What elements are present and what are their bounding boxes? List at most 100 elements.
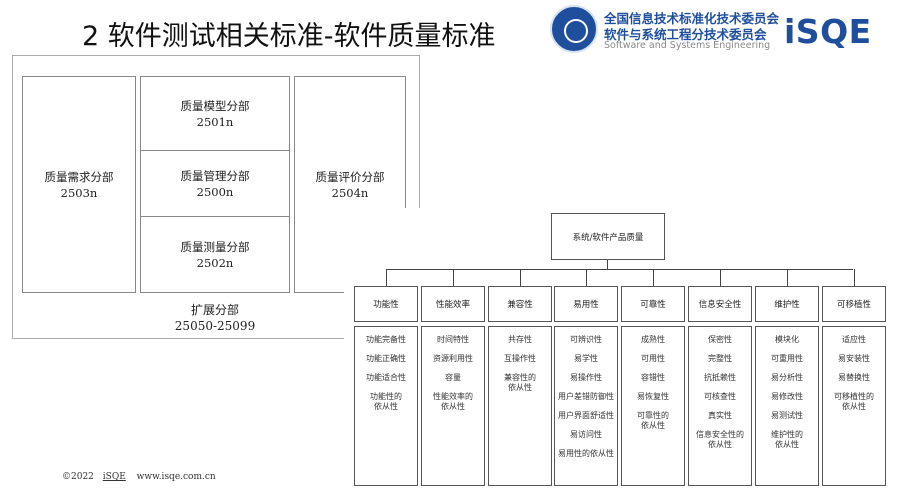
characteristic-box: 性能效率	[421, 286, 485, 322]
subcharacteristic-item: 信息安全性的 依从性	[696, 430, 744, 449]
subcharacteristic-item: 可重用性	[771, 354, 803, 363]
characteristic-box: 信息安全性	[688, 286, 752, 322]
footer-copyright: ©2022	[62, 472, 94, 482]
subcharacteristic-item: 易学性	[574, 354, 598, 363]
brand-logo: iSQE	[784, 12, 872, 51]
subcharacteristic-item: 资源利用性	[433, 354, 473, 363]
subcharacteristic-item: 易恢复性	[637, 392, 669, 401]
subcharacteristic-item: 可核查性	[704, 392, 736, 401]
subcharacteristic-item: 易分析性	[771, 373, 803, 382]
subcharacteristic-item: 真实性	[708, 411, 732, 420]
subcharacteristic-item: 共存性	[508, 335, 532, 344]
division-code: 2503n	[60, 185, 98, 200]
division-name: 扩展分部	[190, 303, 239, 317]
subcharacteristic-item: 兼容性的 依从性	[504, 373, 536, 392]
subcharacteristic-box: 共存性互操作性兼容性的 依从性	[488, 326, 552, 486]
subcharacteristic-box: 模块化可重用性易分析性易修改性易测试性维护性的 依从性	[755, 326, 819, 486]
footer-brand: iSQE	[102, 472, 126, 482]
page-title: 2 软件测试相关标准-软件质量标准	[82, 21, 496, 52]
division-code: 2502n	[196, 255, 234, 270]
footer-url: www.isqe.com.cn	[136, 472, 216, 482]
characteristic-connector	[453, 269, 454, 286]
division-code: 2501n	[196, 114, 234, 129]
subcharacteristic-item: 互操作性	[504, 354, 536, 363]
subcharacteristic-item: 功能完备性	[366, 335, 406, 344]
subcharacteristic-item: 功能性的 依从性	[370, 392, 402, 411]
subcharacteristic-item: 成熟性	[641, 335, 665, 344]
subcharacteristic-box: 时间特性资源利用性容量性能效率的 依从性	[421, 326, 485, 486]
characteristic-box: 兼容性	[488, 286, 552, 322]
characteristic-connector	[586, 269, 587, 286]
branch-connector	[387, 269, 853, 270]
division-code: 25050-25099	[174, 319, 256, 333]
characteristic-connector	[720, 269, 721, 286]
subcharacteristic-item: 易访问性	[570, 430, 602, 439]
characteristic-box: 功能性	[354, 286, 418, 322]
characteristic-connector	[787, 269, 788, 286]
subcharacteristic-item: 功能正确性	[366, 354, 406, 363]
subcharacteristic-item: 适应性	[842, 335, 866, 344]
footer: ©2022 iSQE www.isqe.com.cn	[62, 472, 216, 482]
characteristic-label: 兼容性	[507, 300, 533, 310]
division-box-measurement: 质量测量分部 2502n	[140, 216, 290, 293]
division-name: 质量模型分部	[180, 98, 250, 113]
subcharacteristic-item: 完整性	[708, 354, 732, 363]
subcharacteristic-item: 用户差错防御性	[558, 392, 614, 401]
subcharacteristic-box: 保密性完整性抗抵赖性可核查性真实性信息安全性的 依从性	[688, 326, 752, 486]
subcharacteristic-item: 可辨识性	[570, 335, 602, 344]
subcharacteristic-item: 模块化	[775, 335, 799, 344]
characteristic-label: 可移植性	[836, 300, 871, 310]
subcharacteristic-item: 易安装性	[838, 354, 870, 363]
characteristic-connector	[520, 269, 521, 286]
characteristic-label: 功能性	[373, 300, 399, 310]
division-box-management: 质量管理分部 2500n	[140, 150, 290, 217]
characteristic-label: 性能效率	[435, 300, 470, 310]
division-code: 2504n	[331, 185, 369, 200]
root-connector	[607, 260, 608, 269]
characteristic-box: 易用性	[554, 286, 618, 322]
subcharacteristic-item: 可靠性的 依从性	[637, 411, 669, 430]
characteristic-label: 可靠性	[640, 300, 666, 310]
committee-seal-logo	[550, 5, 598, 53]
division-name: 质量需求分部	[44, 169, 114, 184]
characteristic-box: 可靠性	[621, 286, 685, 322]
subcharacteristic-item: 易修改性	[771, 392, 803, 401]
characteristic-box: 维护性	[755, 286, 819, 322]
characteristic-connector	[386, 269, 387, 286]
subcharacteristic-box: 功能完备性功能正确性功能适合性功能性的 依从性	[354, 326, 418, 486]
subcharacteristic-item: 易操作性	[570, 373, 602, 382]
subcharacteristic-item: 功能适合性	[366, 373, 406, 382]
subcharacteristic-box: 可辨识性易学性易操作性用户差错防御性用户界面舒适性易访问性易用性的依从性	[554, 326, 618, 486]
subcharacteristic-box: 成熟性可用性容错性易恢复性可靠性的 依从性	[621, 326, 685, 486]
subcharacteristic-item: 可用性	[641, 354, 665, 363]
subcharacteristic-item: 可移植性的 依从性	[834, 392, 874, 411]
subcharacteristic-item: 易替换性	[838, 373, 870, 382]
subcharacteristic-item: 保密性	[708, 335, 732, 344]
division-name: 质量管理分部	[180, 168, 250, 183]
characteristic-label: 信息安全性	[698, 300, 742, 310]
characteristic-label: 易用性	[573, 300, 599, 310]
subcharacteristic-item: 容量	[445, 373, 461, 382]
subcharacteristic-item: 易测试性	[771, 411, 803, 420]
standards-frame	[12, 55, 420, 339]
subcharacteristic-item: 性能效率的 依从性	[433, 392, 473, 411]
division-box-model: 质量模型分部 2501n	[140, 76, 290, 151]
org-name-english: Software and Systems Engineering	[604, 40, 771, 51]
subcharacteristic-item: 维护性的 依从性	[771, 430, 803, 449]
division-name: 质量测量分部	[180, 239, 250, 254]
extension-division-label: 扩展分部 25050-25099	[140, 302, 290, 334]
tree-root-label: 系统/软件产品质量	[572, 232, 644, 243]
subcharacteristic-item: 易用性的依从性	[558, 449, 614, 458]
characteristic-connector	[854, 269, 855, 286]
subcharacteristic-item: 抗抵赖性	[704, 373, 736, 382]
division-box-requirements: 质量需求分部 2503n	[22, 76, 136, 293]
subcharacteristic-item: 时间特性	[437, 335, 469, 344]
division-name: 质量评价分部	[315, 169, 385, 184]
subcharacteristic-item: 用户界面舒适性	[558, 411, 614, 420]
division-code: 2500n	[196, 184, 234, 199]
characteristic-label: 维护性	[774, 300, 800, 310]
subcharacteristic-box: 适应性易安装性易替换性可移植性的 依从性	[822, 326, 886, 486]
characteristic-connector	[653, 269, 654, 286]
characteristic-box: 可移植性	[822, 286, 886, 322]
org-name-line2: 软件与系统工程分技术委员会	[604, 27, 767, 42]
